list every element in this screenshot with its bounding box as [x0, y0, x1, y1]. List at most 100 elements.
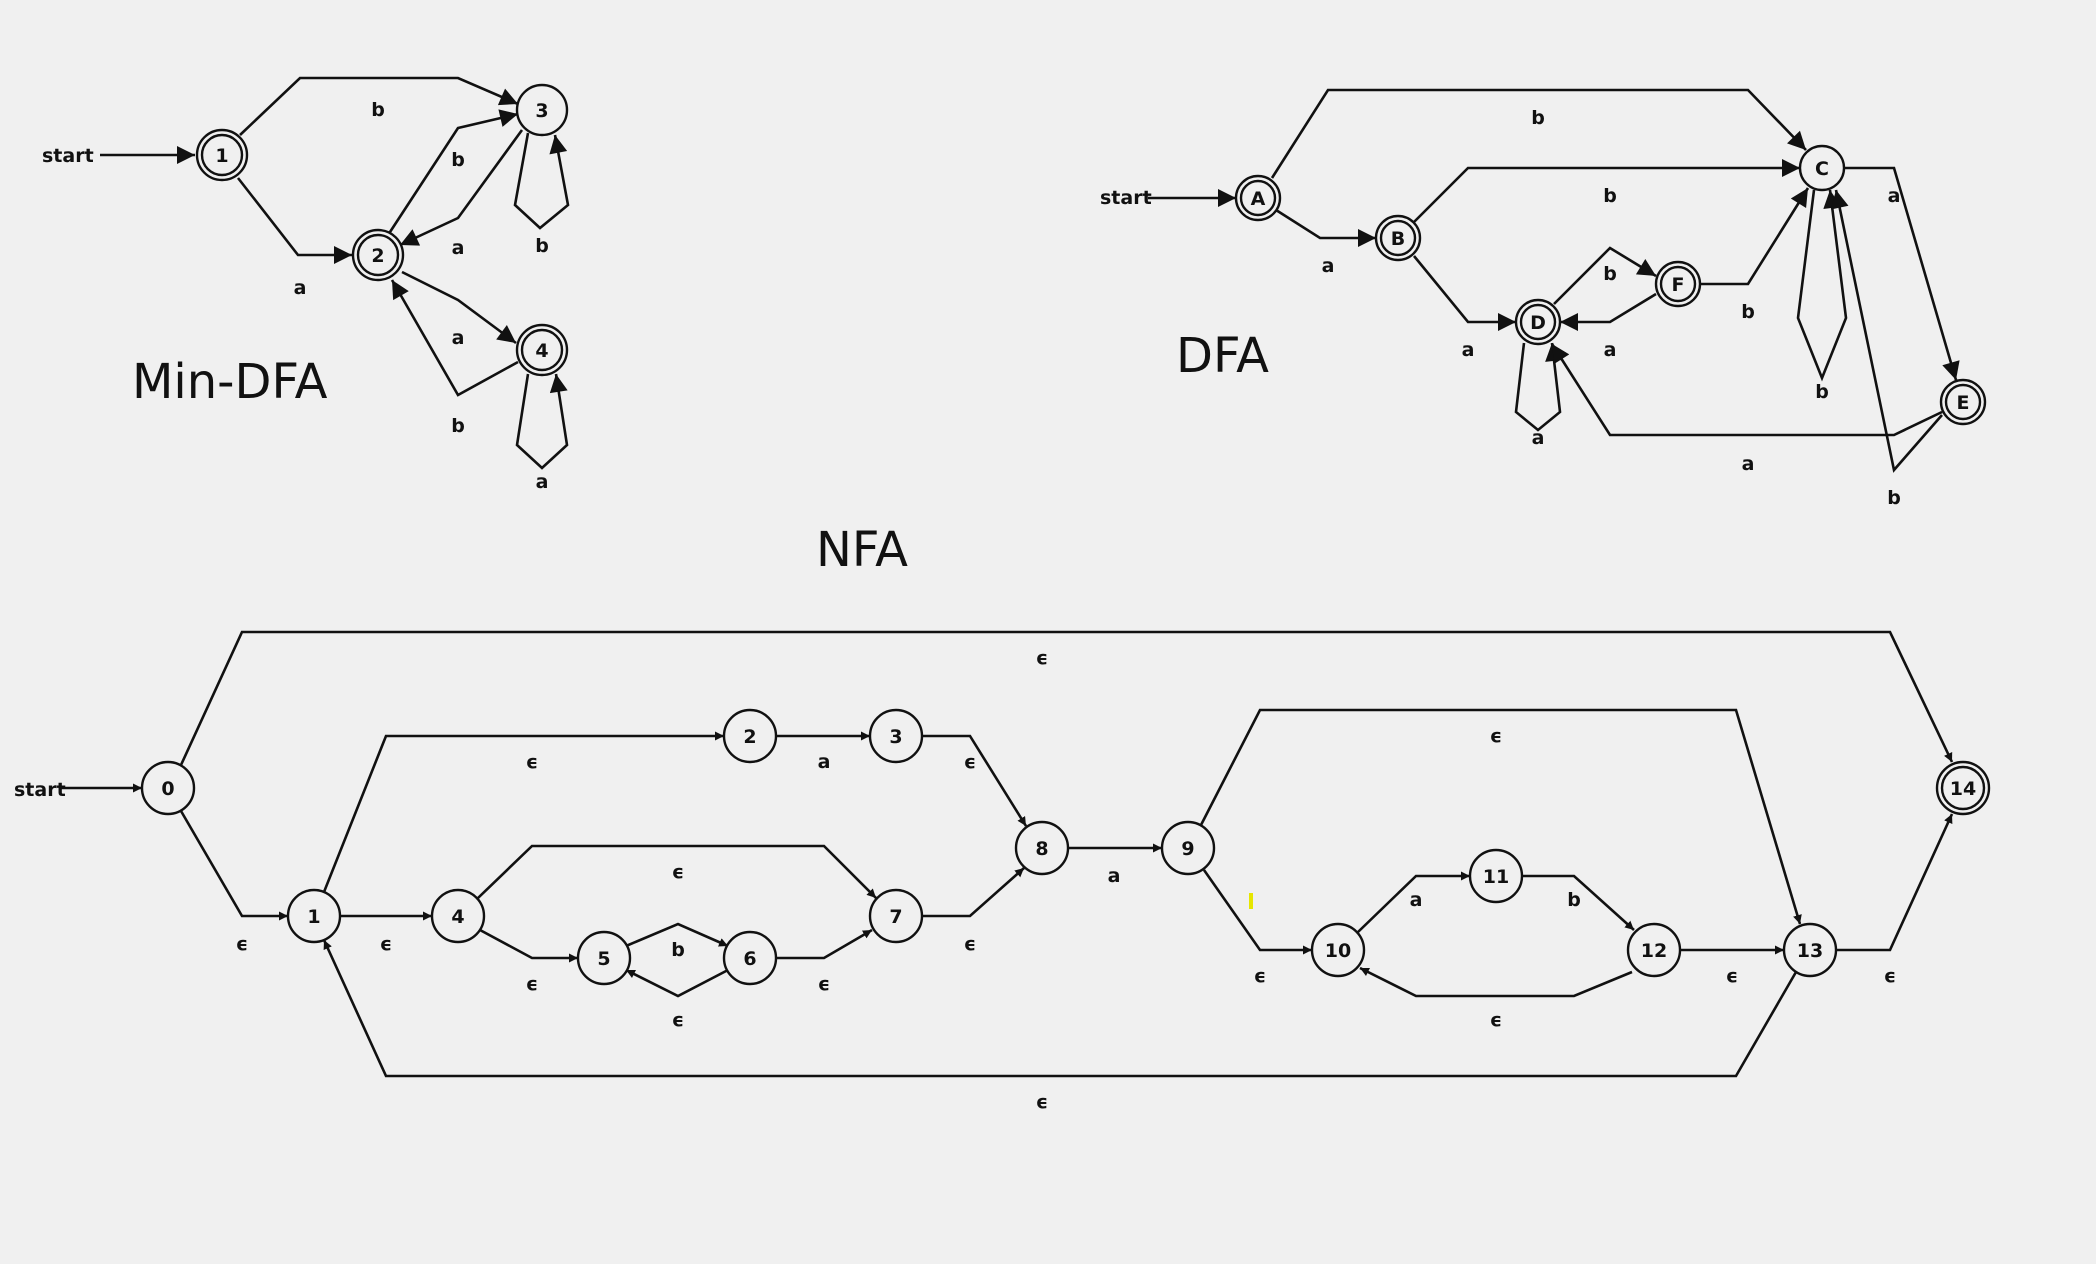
nfa-state-label: 3 — [889, 726, 902, 748]
nfa-edge-0-1 — [179, 810, 288, 921]
dfa-accepting-ring — [1944, 383, 1982, 421]
min_dfa-edge-label-4-2: b — [451, 415, 465, 437]
nfa-state-12: 12 — [1626, 922, 1682, 978]
min_dfa-state-2: 2 — [351, 228, 405, 282]
dfa-edge-C-C — [1796, 189, 1848, 382]
nfa-state-label: 12 — [1641, 940, 1667, 962]
nfa-state-5: 5 — [576, 930, 632, 986]
nfa-edge-label-1-4: ϵ — [380, 933, 392, 955]
dfa-edge-D-F — [1553, 246, 1657, 305]
dfa-edge-D-D — [1514, 342, 1564, 432]
nfa-state-label: 10 — [1325, 940, 1351, 962]
dfa-accepting-ring — [1659, 265, 1697, 303]
dfa-edge-E-D — [1550, 343, 1943, 437]
min_dfa-accepting-ring — [520, 328, 564, 372]
dfa-edge-C-E — [1844, 166, 1960, 381]
min_dfa-state-3: 3 — [515, 83, 569, 137]
nfa-edge-label-5-6: b — [671, 939, 685, 961]
min_dfa-state-4: 4 — [515, 323, 569, 377]
dfa-accepting-ring — [1379, 219, 1417, 257]
nfa-edge-10-11 — [1357, 871, 1470, 933]
min_dfa-edge-2-3 — [388, 109, 519, 233]
nfa-state-label: 8 — [1035, 838, 1048, 860]
nfa-state-2: 2 — [722, 708, 778, 764]
dfa-edge-label-C-E: a — [1888, 185, 1901, 207]
dfa-state-B: B — [1374, 214, 1422, 262]
min_dfa-edge-4-2 — [390, 279, 519, 397]
nfa-state-10: 10 — [1310, 922, 1366, 978]
min_dfa-edge-label-4-4: a — [536, 471, 549, 493]
min_dfa-state-label: 1 — [215, 145, 228, 167]
dfa-edge-F-C — [1700, 187, 1810, 286]
min_dfa-edge-label-1-2: a — [294, 277, 307, 299]
nfa-edge-label-0-1: ϵ — [236, 933, 248, 955]
nfa-edge-label-2-3: a — [818, 751, 831, 773]
nfa-edge-1-2 — [322, 731, 724, 893]
nfa-edge-label-1-2: ϵ — [526, 751, 538, 773]
nfa-edge-11-12 — [1522, 874, 1635, 931]
nfa-edge-label-6-5: ϵ — [672, 1009, 684, 1031]
nfa-edge-label-11-12: b — [1567, 889, 1581, 911]
nfa-state-label: 6 — [743, 948, 756, 970]
dfa-accepting-ring — [1239, 179, 1277, 217]
dfa-state-A: A — [1234, 174, 1282, 222]
nfa-edge-label-9-10: ϵ — [1254, 965, 1266, 987]
nfa-state-circle — [1160, 820, 1216, 876]
dfa-state-C: C — [1798, 144, 1846, 192]
nfa-state-13: 13 — [1782, 922, 1838, 978]
min_dfa-edge-label-3-3: b — [535, 235, 549, 257]
nfa-state-circle — [430, 888, 486, 944]
nfa-state-label: 11 — [1483, 866, 1509, 888]
dfa-title: DFA — [1176, 328, 1269, 384]
nfa-state-circle — [1782, 922, 1838, 978]
nfa-edge-label-4-5: ϵ — [526, 973, 538, 995]
nfa-state-circle — [868, 888, 924, 944]
dfa-edge-label-A-B: a — [1322, 255, 1335, 277]
nfa-edge-label-12-13: ϵ — [1726, 965, 1738, 987]
nfa-edge-label-4-7: ϵ — [672, 861, 684, 883]
nfa-edge-4-7 — [477, 844, 877, 899]
nfa-edge-3-8 — [922, 734, 1028, 827]
nfa-edge-label-9-13: ϵ — [1490, 725, 1502, 747]
min_dfa-edge-label-2-3: b — [451, 149, 465, 171]
nfa-state-8: 8 — [1014, 820, 1070, 876]
min_dfa-state-label: 3 — [535, 100, 548, 122]
min_dfa-state-1: 1 — [195, 128, 249, 182]
dfa-edge-B-D — [1412, 255, 1516, 331]
nfa-start-label: start — [14, 779, 66, 801]
nfa-state-9: 9 — [1160, 820, 1216, 876]
min_dfa-edge-1-2 — [236, 177, 352, 264]
min_dfa-state-circle — [351, 228, 405, 282]
nfa-edge-label-3-8: ϵ — [964, 751, 976, 773]
dfa-edge-E-C — [1830, 189, 1943, 473]
nfa-edge-label-13-14: ϵ — [1884, 965, 1896, 987]
nfa-state-circle — [722, 708, 778, 764]
nfa-edge-label-0-14: ϵ — [1036, 647, 1048, 669]
dfa-state-label: A — [1251, 188, 1266, 210]
dfa-edge-label-A-C: b — [1531, 107, 1545, 129]
nfa-state-3: 3 — [868, 708, 924, 764]
min_dfa-accepting-ring — [356, 233, 400, 277]
dfa-edge-label-E-D: a — [1742, 453, 1755, 475]
nfa-edge-6-7 — [776, 928, 873, 960]
dfa-state-F: F — [1654, 260, 1702, 308]
nfa-state-circle — [576, 930, 632, 986]
nfa-state-circle — [1014, 820, 1070, 876]
min_dfa-state-circle — [515, 83, 569, 137]
nfa-state-label: 7 — [889, 906, 902, 928]
dfa-edge-label-E-C: b — [1887, 487, 1901, 509]
nfa-accepting-ring — [1940, 765, 1986, 811]
nfa-state-label: 9 — [1181, 838, 1194, 860]
nfa-edge-7-8 — [922, 867, 1025, 918]
nfa-edge-12-10 — [1359, 966, 1633, 998]
nfa-edge-label-8-9: a — [1108, 865, 1121, 887]
dfa-edge-B-C — [1413, 159, 1800, 223]
dfa-state-D: D — [1514, 298, 1562, 346]
nfa-state-4: 4 — [430, 888, 486, 944]
dfa-state-circle — [1514, 298, 1562, 346]
nfa-state-circle — [1626, 922, 1682, 978]
min_dfa-edge-label-1-3: b — [371, 99, 385, 121]
